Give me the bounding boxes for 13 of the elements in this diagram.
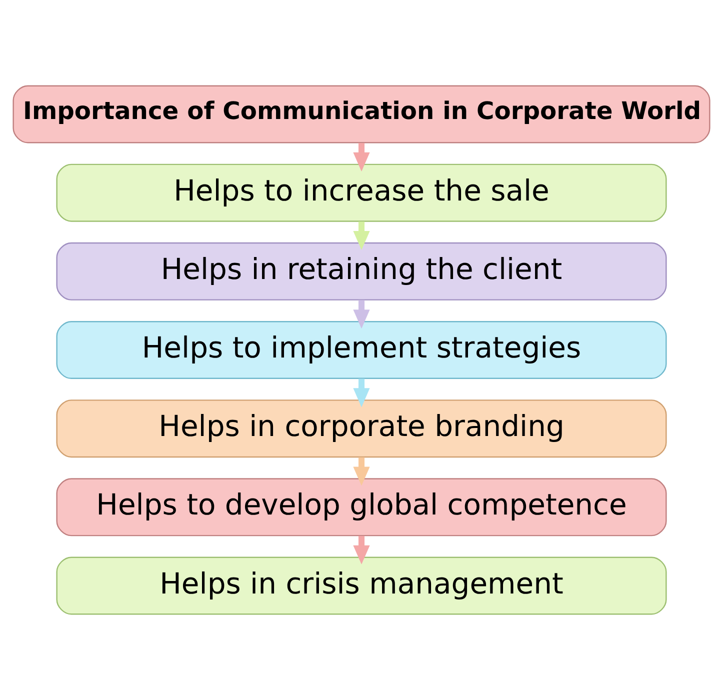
node-box: Helps in crisis management [56,556,667,615]
arrow [353,300,370,329]
node-box: Helps to implement strategies [56,320,667,380]
arrow [353,457,370,486]
arrow [353,378,370,408]
arrow [353,222,370,250]
arrow [353,142,370,172]
arrow [353,536,370,564]
node-box: Helps to increase the sale [56,164,667,222]
node-box: Helps in retaining the client [56,242,667,300]
node-box: Importance of Communication in Corporate World [12,85,710,144]
node-box: Helps in corporate branding [56,400,667,458]
node-box: Helps to develop global competence [56,478,667,536]
